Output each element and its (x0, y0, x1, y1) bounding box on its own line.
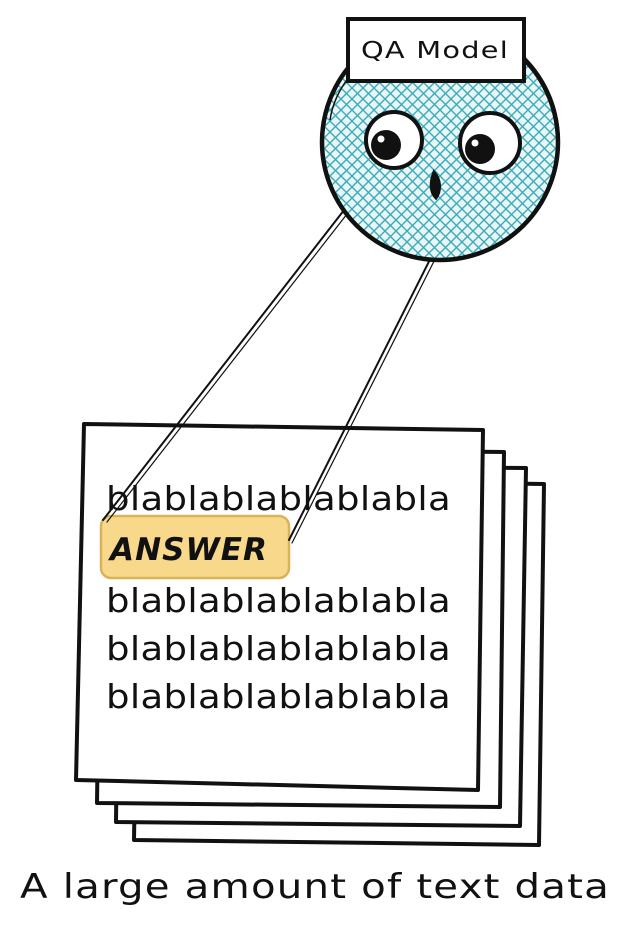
document-text: blablablablablabla ANSWER blablablablabl… (106, 479, 451, 716)
answer-text: ANSWER (107, 532, 268, 568)
text-line-2: blablablablablabla (106, 581, 451, 620)
text-line-4: blablablablablabla (106, 677, 451, 716)
head-hatch (324, 26, 556, 258)
text-line-1: blablablablablabla (106, 479, 451, 518)
gaze-line-left (102, 159, 384, 521)
caption: A large amount of text data (20, 867, 610, 907)
text-line-3: blablablablablabla (106, 629, 451, 668)
model-label: QA Model (361, 38, 509, 64)
mouth-icon (429, 169, 441, 201)
gaze-line-left-shadow (106, 163, 387, 523)
robot-head-icon: QA Model (319, 17, 561, 263)
answer-highlight (99, 514, 291, 580)
eye-icon-right (458, 111, 522, 175)
model-label-box (346, 17, 526, 83)
eye-icon-left (364, 110, 424, 170)
